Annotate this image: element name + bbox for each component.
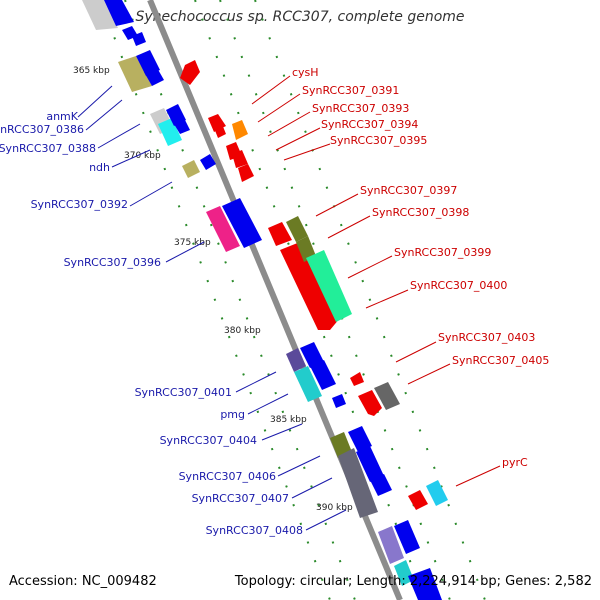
gene-label: SynRCC307_0400 <box>410 279 507 292</box>
gene-blue <box>394 520 420 554</box>
gene-blue <box>132 32 146 46</box>
gene-label: SynRCC307_0391 <box>302 84 399 97</box>
gene-label: SynRCC307_0399 <box>394 246 491 259</box>
kbp-label: 375 kbp <box>174 238 211 248</box>
gene-blue <box>300 342 324 368</box>
gene-red <box>408 490 428 510</box>
gene-olive <box>330 432 352 458</box>
gene-label: pyrC <box>502 456 528 469</box>
gene-label: SynRCC307_0386 <box>0 123 84 136</box>
gene-label: cysH <box>292 66 319 79</box>
gene-label: SynRCC307_0401 <box>135 386 232 399</box>
gene-red <box>358 390 382 416</box>
right-labels: cysH SynRCC307_0391 SynRCC307_0393 SynRC… <box>292 66 549 469</box>
gene-purple <box>286 348 306 372</box>
gene-label: SynRCC307_0404 <box>160 434 257 447</box>
gene-label: anmK <box>46 110 78 123</box>
left-callout-lines <box>77 85 347 531</box>
gene-red-small <box>214 124 226 138</box>
kbp-label: 370 kbp <box>124 151 161 161</box>
gene-purple-light <box>378 526 404 564</box>
gene-red-long <box>280 242 340 330</box>
gene-blue <box>370 474 392 496</box>
gene-blue-long <box>222 198 262 248</box>
gene-olive-light <box>118 56 152 92</box>
gene-label: SynRCC307_0394 <box>321 118 418 131</box>
gene-label: SynRCC307_0392 <box>31 198 128 211</box>
gene-label: SynRCC307_0403 <box>438 331 535 344</box>
gene-blue-small <box>332 394 346 408</box>
reverse-genes <box>82 0 442 600</box>
gene-label: pmg <box>220 408 245 421</box>
gene-red <box>238 164 254 182</box>
forward-genes <box>180 60 448 510</box>
gene-gray-dark <box>338 448 378 518</box>
kbp-label: 380 kbp <box>224 326 261 336</box>
gene-olive-light <box>182 160 200 178</box>
gene-label: ndh <box>89 161 110 174</box>
gene-olive <box>296 236 316 262</box>
gene-gray-light <box>82 0 118 30</box>
gene-cyan <box>294 366 322 402</box>
gene-label: SynRCC307_0388 <box>0 142 96 155</box>
gene-blue <box>144 66 164 86</box>
gene-label: SynRCC307_0406 <box>179 470 276 483</box>
gene-label: SynRCC307_0396 <box>64 256 161 269</box>
left-labels: anmK SynRCC307_0386 SynRCC307_0388 ndh S… <box>0 110 303 537</box>
gene-label: SynRCC307_0405 <box>452 354 549 367</box>
kbp-labels: 365 kbp 370 kbp 375 kbp 380 kbp 385 kbp … <box>73 66 353 513</box>
tick-tracks <box>99 0 486 600</box>
gene-red <box>180 60 200 85</box>
gene-label: SynRCC307_0393 <box>312 102 409 115</box>
map-title: Synechococcus sp. RCC307, complete genom… <box>135 9 465 25</box>
genome-summary-text: Topology: circular; Length: 2,224,914 bp… <box>234 574 592 589</box>
kbp-label: 365 kbp <box>73 66 110 76</box>
kbp-label: 385 kbp <box>270 415 307 425</box>
gene-label: SynRCC307_0398 <box>372 206 469 219</box>
gene-cyan <box>426 480 448 506</box>
gene-red-small <box>350 372 364 386</box>
gene-red <box>268 222 292 246</box>
gene-label: SynRCC307_0397 <box>360 184 457 197</box>
gene-label: SynRCC307_0408 <box>206 524 303 537</box>
gene-blue <box>104 0 134 26</box>
right-callout-lines <box>251 75 501 487</box>
gene-blue <box>356 446 384 482</box>
kbp-label: 390 kbp <box>316 503 353 513</box>
gene-cyan <box>394 560 414 586</box>
gene-label: SynRCC307_0395 <box>330 134 427 147</box>
gene-olive <box>286 216 308 242</box>
gene-blue <box>310 360 336 390</box>
gene-gray <box>374 382 400 410</box>
gene-blue <box>200 154 216 170</box>
gene-orange <box>232 120 248 140</box>
accession-text: Accession: NC_009482 <box>9 574 157 589</box>
gene-cyan <box>158 118 182 146</box>
gene-blue <box>174 118 190 134</box>
gene-blue <box>348 426 372 452</box>
gene-label: SynRCC307_0407 <box>192 492 289 505</box>
gene-magenta <box>206 206 240 252</box>
gene-blue <box>408 568 442 600</box>
gene-red <box>232 150 248 168</box>
gene-green-long <box>306 250 352 322</box>
